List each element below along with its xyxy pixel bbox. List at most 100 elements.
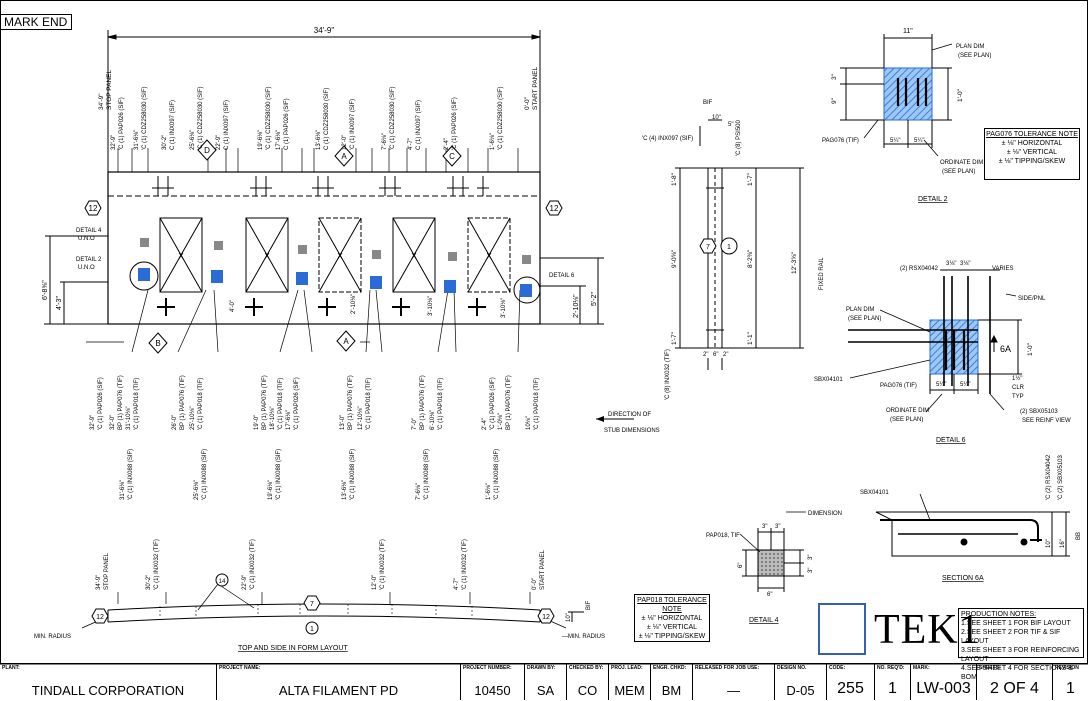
- bottom-label-dim: 32'-0": [110, 415, 116, 430]
- start-dim: 0'-0": [524, 96, 531, 110]
- inner-dim-2: 2'-10⅛": [351, 294, 357, 314]
- s6a-rs1: 'C (2) RSX04042: [1046, 454, 1052, 500]
- top-label-dim: 30'-2": [162, 135, 168, 150]
- tb-lead-value: MEM: [614, 683, 645, 698]
- d4-dimension: DIMENSION: [808, 511, 842, 517]
- bottom-label-desc: BP (1) PAP076 (TIF): [420, 375, 426, 430]
- top-label-desc: C (1) INX097 (SIF): [224, 100, 230, 150]
- d4-top-dim-1: 3": [762, 524, 767, 530]
- top-label-desc: 'C (1) PAP026 (SIF): [452, 97, 458, 150]
- pag076-tolerance-note: PAG076 TOLERANCE NOTE ± ⅛" HORIZONTAL ± …: [984, 128, 1080, 180]
- tag-d: D: [204, 146, 210, 155]
- bottom-label-desc: 'C (1) PAP018 (TIF): [438, 378, 444, 430]
- top-label-desc: 'C (1) CDZ258030 (SIF): [498, 87, 504, 151]
- detail-4: [739, 511, 806, 592]
- top-label-desc: 'C (1) CDZ258030 (SIF): [390, 87, 396, 151]
- top-label-dim: 12'-0": [342, 135, 348, 150]
- production-note-1: 1.SEE SHEET 1 FOR BIF LAYOUT: [961, 620, 1071, 627]
- stop-panel: STOP PANEL: [106, 70, 113, 110]
- bottom-label-desc: BP (1) PAP076 (TIF): [506, 375, 512, 430]
- form-tag-12-right: 12: [542, 614, 550, 621]
- logo-square: [818, 603, 866, 655]
- tb-lead: PROJ. LEAD: MEM: [608, 664, 650, 700]
- s6a-sbx: SBX04101: [860, 490, 889, 496]
- lower-label-desc: 'C (1) INX088 (SIF): [276, 449, 282, 500]
- top-label-desc: C (1) CDZ258030 (SIF): [324, 88, 330, 150]
- bottom-embed-labels: 32'-9"'C (1) PAP026 (SIF)32'-0"BP (1) PA…: [90, 375, 540, 430]
- side-bif: BIF: [703, 100, 713, 106]
- bottom-label-dim: 2'-4": [482, 418, 488, 430]
- top-label-dim: 1'-6⅛": [490, 133, 496, 150]
- tb-drawn: DRAWN BY: SA: [524, 664, 566, 700]
- fixed-rail: FIXED RAIL: [819, 257, 825, 290]
- d6-top: (2) RSX04042: [900, 266, 939, 272]
- pag076-tol-title: PAG076 TOLERANCE NOTE: [986, 131, 1078, 138]
- form-label-desc: 'C (1) INX032 (TIF): [380, 539, 386, 590]
- d2-top-dim: 11": [903, 28, 913, 35]
- side-tag-7: 7: [706, 244, 710, 251]
- form-label-dim: 34'-9": [96, 575, 102, 590]
- d6-tag: 6A: [1000, 344, 1011, 354]
- top-label-desc: 'C (1) CDZ258030 (SIF): [198, 87, 204, 151]
- tb-checked: CHECKED BY: CO: [566, 664, 608, 700]
- tb-plant: PLANT: TINDALL CORPORATION: [0, 664, 216, 700]
- tb-number-value: 10450: [474, 683, 511, 698]
- opening-x-marks: X X X X X: [178, 252, 492, 261]
- bottom-label-dim: 6'-10⅛": [430, 410, 436, 430]
- tag-a-top: A: [341, 152, 347, 161]
- start-panel: START PANEL: [532, 66, 539, 110]
- top-label-dim: 2'-4": [444, 138, 450, 150]
- inner-dim-3: 3'-10⅛": [428, 296, 434, 316]
- lower-label-dim: 31'-6⅛": [120, 480, 126, 500]
- d6-ordinate-1: ORDINATE DIM: [886, 408, 929, 414]
- lower-label-dim: 19'-6⅛": [268, 480, 274, 500]
- bottom-label-dim: 7'-0": [412, 418, 418, 430]
- tb-number: PROJECT NUMBER: 10450: [460, 664, 524, 700]
- s6a-d16: 16": [1060, 539, 1066, 548]
- detail-6: [848, 269, 1022, 413]
- top-label-desc: 'C (1) CDZ258030 (SIF): [266, 87, 272, 151]
- d6-right-dim: 1'-0": [1027, 342, 1034, 356]
- d2-plan-dim-2: (SEE PLAN): [958, 53, 991, 59]
- side-tag-1: 1: [727, 244, 731, 251]
- form-label-dim: 4'-7": [454, 578, 460, 590]
- detail4-callout-line1: DETAIL 4: [76, 228, 102, 234]
- tag-12-left: 12: [89, 204, 98, 213]
- pap018-tol-3: ± ⅛" TIPPING/SKEW: [638, 633, 706, 640]
- tb-project: PROJECT NAME: ALTA FILAMENT PD: [216, 664, 460, 700]
- d2-ordinate-2: (SEE PLAN): [942, 169, 975, 175]
- detail2-callout-line1: DETAIL 2: [76, 257, 102, 263]
- production-note-2: 2.SEE SHEET 2 FOR TIF & SIF LAYOUT: [961, 629, 1061, 645]
- side-dim-mid-1: 1'-7": [747, 172, 754, 186]
- d2-right-dim: 1'-0": [957, 88, 964, 102]
- tb-drawn-value: SA: [536, 683, 555, 698]
- side-d5: 5": [728, 122, 733, 128]
- top-label-desc: 'C (1) INX097 (SIF): [350, 99, 356, 150]
- top-stub-labels: 32'-9"'C (1) PAP026 (SIF)31'-6⅛"'C (1) C…: [111, 87, 504, 151]
- inner-dim-4: 3'-10⅛": [501, 298, 507, 318]
- stop-dim: 34'-9": [98, 93, 105, 110]
- d2-bottom-dim-1: 5¼": [890, 138, 900, 144]
- top-label-dim: 31'-6⅛": [134, 130, 140, 150]
- bottom-label-desc: BP (1) PAP076 (TIF): [262, 375, 268, 430]
- tb-sheets-value: 2 OF 4: [990, 680, 1039, 697]
- d6-top-dim-3: VARIES: [992, 266, 1014, 272]
- side-bottom-left: 'C (8) INX032 (TIF): [665, 349, 671, 400]
- d6-sbx: SBX04101: [814, 377, 843, 383]
- tb-project-value: ALTA FILAMENT PD: [278, 683, 399, 698]
- hex-tags: [84, 200, 563, 216]
- tb-reqd-value: 1: [888, 680, 897, 697]
- d2-left-dim-2: 9": [831, 97, 838, 104]
- lower-embed-labels: 31'-6⅛"'C (1) INX088 (SIF)25'-6⅛"'C (1) …: [120, 449, 500, 500]
- top-label-dim: 17'-6⅛": [276, 130, 282, 150]
- bottom-label-dim: 31'-10⅛": [126, 406, 132, 430]
- form-label-desc: 'C (1) INX032 (TIF): [462, 539, 468, 590]
- mark-end-label: MARK END: [0, 14, 73, 30]
- lower-label-dim: 25'-6⅛": [194, 480, 200, 500]
- form-tag-14: 14: [219, 579, 226, 585]
- direction-arrow: DIRECTION OF STUB DIMENSIONS: [596, 412, 660, 434]
- d2-left-dim-1: 3": [831, 73, 838, 80]
- side-dim-far: 12'-3⅝": [791, 251, 798, 274]
- tag-12-right: 12: [550, 204, 559, 213]
